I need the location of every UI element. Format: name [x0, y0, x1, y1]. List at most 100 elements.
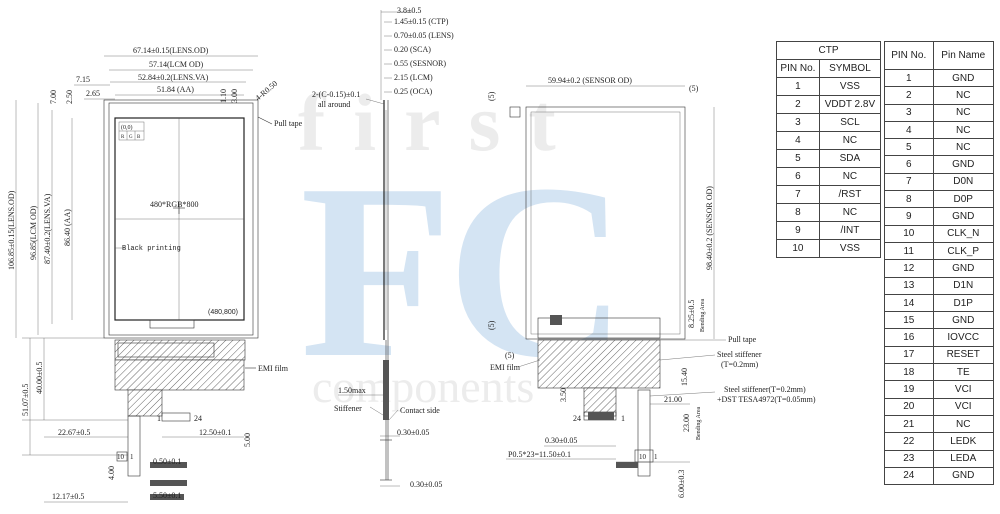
- pin-number-cell: 24: [884, 466, 934, 486]
- pin-name-cell: VDDT 2.8V: [818, 95, 882, 114]
- dim-825: 8.25±0.5: [687, 300, 696, 328]
- pin-number-cell: 6: [884, 155, 934, 174]
- contact-side-label: Contact side: [400, 406, 440, 415]
- pin-name-cell: NC: [818, 131, 882, 150]
- pin-name-cell: LEDK: [932, 432, 994, 451]
- back-pull-tape-label: Pull tape: [728, 335, 757, 344]
- pin-number-cell: 16: [884, 328, 934, 347]
- dim-s5-a: (5): [487, 91, 496, 101]
- pin-number-cell: 7: [884, 172, 934, 192]
- rgb-r: R: [121, 135, 125, 140]
- pull-tape-label: Pull tape: [274, 119, 303, 128]
- dim-lcm: 2.15 (LCM): [394, 73, 433, 82]
- back-pin-1: 1: [621, 414, 625, 423]
- pin-number-cell: 17: [884, 345, 934, 365]
- dim-265: 2.65: [86, 89, 100, 98]
- dim-2300: 23.00: [682, 414, 691, 432]
- bending-area-label-2: Bending Area: [696, 407, 702, 440]
- dim-sensor-h: 98.40±0.2 (SENSOR OD): [705, 186, 714, 270]
- pin-number-cell: 1: [884, 68, 934, 88]
- resolution-label: 480*RGB*800: [150, 200, 198, 209]
- pin-number-cell: 5: [884, 138, 934, 157]
- dim-lens-od-h: 106.85±0.15(LENS.OD): [7, 190, 16, 270]
- pin-name-cell: D1N: [932, 276, 994, 295]
- pin-number-cell: 23: [884, 449, 934, 468]
- pin-number-cell: 1: [776, 77, 820, 96]
- front-fpc-tail: [114, 359, 245, 391]
- lcd-header-pin: PIN No.: [884, 41, 934, 70]
- pin-name-cell: NC: [932, 103, 994, 122]
- sensor-outline: [525, 106, 686, 340]
- dim-2267: 22.67±0.5: [58, 428, 90, 437]
- rgb-g: G: [129, 135, 133, 140]
- dim-r050: 4-R0.50: [254, 79, 280, 103]
- dim-lens-od-w: 67.14±0.15(LENS.OD): [133, 46, 209, 55]
- dim-lens-va-h: 87.40±0.2(LENS.VA): [43, 193, 52, 264]
- dim-400: 4.00: [107, 466, 116, 480]
- front-pin-24: 24: [194, 414, 202, 423]
- back-view: 59.94±0.2 (SENSOR OD) (5) (5) (5) (5) 98…: [487, 76, 816, 498]
- pin-name-cell: CLK_N: [932, 224, 994, 243]
- ctp-table-title: CTP: [776, 41, 881, 60]
- dim-350: 3.50: [559, 388, 568, 402]
- dim-thick-38: 3.8±0.5: [397, 6, 421, 15]
- pin-name-cell: LEDA: [932, 449, 994, 468]
- dim-s5-c: (5): [487, 320, 496, 330]
- dim-s5-b: (5): [689, 84, 699, 93]
- steel-stiffener-label: Steel stiffener: [717, 350, 762, 359]
- front-pin-1b: 1: [130, 453, 134, 461]
- emi-film-label: EMI film: [258, 364, 289, 373]
- dim-500: 5.00: [243, 433, 252, 447]
- pin-number-cell: 3: [884, 103, 934, 122]
- pin-name-cell: NC: [932, 414, 994, 434]
- side-view: 3.8±0.5 1.45±0.15 (CTP) 0.70±0.05 (LENS)…: [312, 6, 454, 489]
- pin-name-cell: VCI: [932, 397, 994, 416]
- pin-number-cell: 14: [884, 293, 934, 313]
- pin-number-cell: 10: [776, 239, 820, 258]
- steel-stiffener-2: Steel stiffener(T=0.2mm): [724, 385, 806, 394]
- ctp-table-row: 9/INT: [776, 221, 882, 240]
- pin-name-cell: NC: [932, 120, 994, 140]
- back-pin-1b: 1: [654, 453, 658, 461]
- lcm-outline: [108, 102, 254, 336]
- dim-700: 7.00: [49, 90, 58, 104]
- dim-back-030: 0.30±0.05: [545, 436, 577, 445]
- pin-number-cell: 12: [884, 259, 934, 278]
- pin-number-cell: 3: [776, 113, 820, 132]
- back-emi-film-label: EMI film: [490, 363, 521, 372]
- pin-number-cell: 9: [776, 221, 820, 240]
- dim-600: 6.00±0.3: [677, 470, 686, 498]
- pin-number-cell: 8: [884, 190, 934, 209]
- watermark-first: first: [298, 77, 584, 168]
- pin-name-cell: NC: [818, 203, 882, 222]
- ctp-header-symbol: SYMBOL: [818, 59, 882, 78]
- dim-ctp: 1.45±0.15 (CTP): [394, 17, 449, 26]
- rgb-b: B: [137, 135, 141, 140]
- pin-name-cell: TE: [932, 363, 994, 382]
- pin-name-cell: D0P: [932, 190, 994, 209]
- back-pin-24: 24: [573, 414, 581, 423]
- end-pixel-label: (480,800): [208, 309, 238, 316]
